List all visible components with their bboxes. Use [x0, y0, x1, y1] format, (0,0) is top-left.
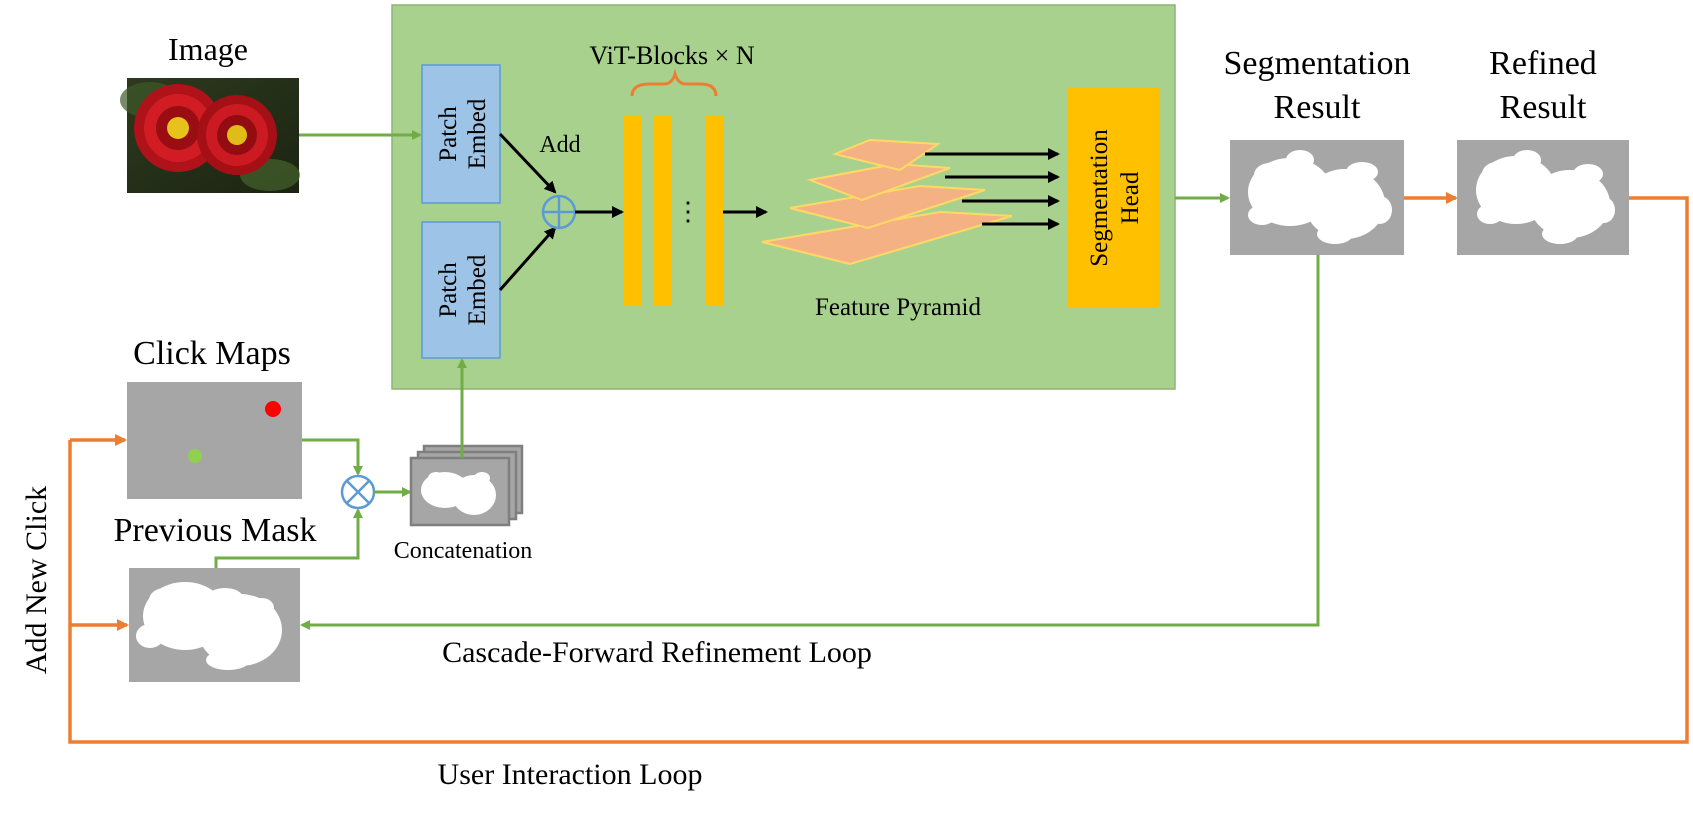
patch-embed-top-line2: Embed [464, 98, 491, 169]
segmentation-head: Segmentation Head [1068, 88, 1159, 308]
add-node-icon [541, 194, 577, 230]
patch-embed-bottom-line2: Embed [464, 254, 491, 325]
add-new-click-label: Add New Click [20, 486, 53, 674]
cascade-loop-arrow [300, 255, 1320, 630]
seg-result-title-line2: Result [1274, 89, 1361, 126]
multiply-node-icon [340, 474, 376, 510]
patch-embed-top-line1: Patch [435, 106, 462, 162]
add-label: Add [539, 132, 580, 158]
vit-block-n [705, 116, 723, 306]
seg-head-line1: Segmentation [1086, 129, 1113, 267]
input-image [120, 78, 300, 193]
flower-right [197, 95, 277, 175]
segmentation-result-mask [1230, 140, 1404, 255]
arrow-patch-top-to-add [498, 132, 557, 194]
refined-title-line2: Result [1500, 89, 1587, 126]
click-map [127, 382, 302, 499]
seg-head-line2: Head [1117, 171, 1144, 224]
encoder-panel [391, 4, 1176, 390]
arrow-prev-mask-to-multiply [214, 508, 363, 568]
user-loop-label: User Interaction Loop [438, 758, 703, 791]
refined-title-line1: Refined [1489, 45, 1597, 82]
pyramid-level-1 [831, 138, 941, 172]
arrow-patch-bottom-to-add [498, 226, 557, 291]
vit-ellipsis: ⋮ [675, 197, 701, 226]
positive-click-dot [188, 449, 202, 463]
patch-embed-bottom-line1: Patch [435, 262, 462, 318]
seg-result-title-line1: Segmentation [1224, 45, 1411, 82]
vit-block-1 [624, 116, 642, 306]
vit-brace [630, 68, 718, 97]
feature-pyramid [761, 138, 1013, 266]
patch-embed-bottom: Patch Embed [421, 221, 501, 359]
user-loop-line [68, 196, 1689, 744]
pyramid-level-2 [806, 162, 951, 202]
feature-pyramid-label: Feature Pyramid [815, 294, 981, 321]
image-title: Image [168, 31, 248, 67]
refined-result-mask [1457, 140, 1629, 255]
negative-click-dot [265, 401, 281, 417]
arrow-click-map-to-multiply [302, 438, 363, 476]
previous-mask [129, 568, 300, 682]
vit-block-2 [653, 116, 671, 306]
concatenation-stack [409, 444, 524, 527]
concatenation-label: Concatenation [394, 538, 533, 564]
previous-mask-title: Previous Mask [113, 512, 316, 549]
patch-embed-top: Patch Embed [421, 64, 501, 204]
cascade-loop-label: Cascade-Forward Refinement Loop [442, 636, 872, 669]
click-maps-title: Click Maps [133, 335, 291, 372]
vit-blocks-label: ViT-Blocks × N [589, 41, 754, 70]
